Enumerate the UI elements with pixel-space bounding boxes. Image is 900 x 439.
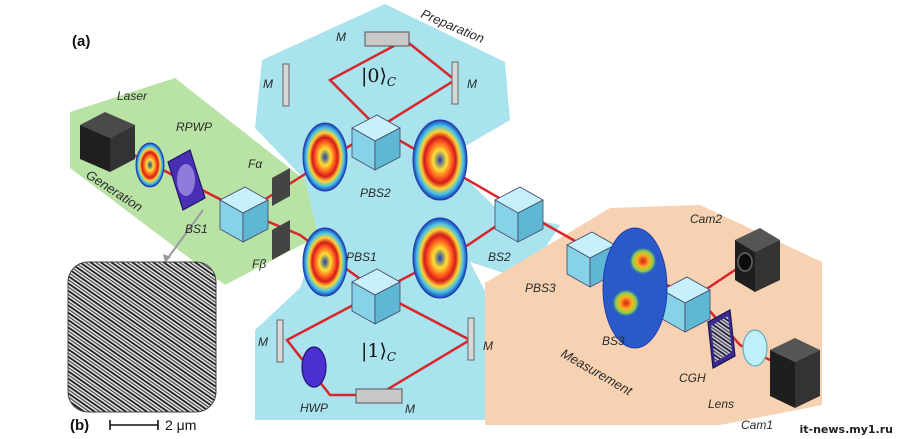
mode-after-laser xyxy=(135,142,165,188)
pbs3-label: PBS3 xyxy=(525,281,556,295)
beam-mode-profiles xyxy=(135,119,668,349)
mirror-label-left-bottom: M xyxy=(258,335,268,349)
mirror-label-right-top: M xyxy=(467,77,477,91)
rpwp-label: RPWP xyxy=(176,120,212,134)
camera-cam1 xyxy=(770,338,820,408)
hwp-label: HWP xyxy=(300,401,328,415)
camera-cam2 xyxy=(735,228,780,292)
mirror-top xyxy=(364,31,410,47)
bs1-label: BS1 xyxy=(185,222,208,236)
lens-label: Lens xyxy=(708,397,734,411)
mirror-left-top xyxy=(282,63,290,107)
scale-bar-label: 2 μm xyxy=(165,417,196,433)
mode-gen-top xyxy=(302,122,348,192)
mode-prep-top xyxy=(412,119,468,201)
mirror-label-right-bottom: M xyxy=(483,339,493,353)
cube-bs3 xyxy=(661,276,711,333)
mirror-right-bottom xyxy=(467,317,475,361)
f-beta-label: Fβ xyxy=(252,257,266,271)
bs2-label: BS2 xyxy=(488,250,511,264)
laser-source xyxy=(80,112,135,172)
mirrors xyxy=(276,31,475,404)
filter-f-beta xyxy=(272,220,290,260)
mirror-right-top xyxy=(451,61,459,105)
cube-pbs1 xyxy=(351,268,401,325)
mirror-left-bottom xyxy=(276,319,284,363)
ket-zero: |0⟩C xyxy=(361,65,396,89)
cube-pbs2 xyxy=(351,114,401,171)
panel-a-label: (a) xyxy=(72,33,90,50)
pbs2-label: PBS2 xyxy=(360,186,391,200)
mirror-label-top: M xyxy=(336,30,346,44)
mirror-label-left-top: M xyxy=(263,77,273,91)
cube-bs2 xyxy=(494,186,544,243)
pbs1-label: PBS1 xyxy=(346,250,377,264)
panel-b-label: (b) xyxy=(70,417,89,434)
f-alpha-label: Fα xyxy=(248,157,263,171)
mode-prep-bottom xyxy=(412,217,468,299)
mode-gen-bottom xyxy=(302,227,348,297)
scale-bar xyxy=(109,420,159,430)
cgh-hologram xyxy=(707,309,736,369)
mode-measurement xyxy=(602,227,668,349)
hwp-plate xyxy=(301,346,327,388)
inset-sem-image xyxy=(67,209,217,413)
filter-f-alpha xyxy=(272,168,290,206)
mirror-bottom xyxy=(355,388,403,404)
mirror-label-bottom: M xyxy=(405,402,415,416)
cgh-label: CGH xyxy=(679,371,706,385)
bs3-label: BS3 xyxy=(602,334,625,348)
lens xyxy=(742,329,768,367)
cube-bs1 xyxy=(219,186,269,243)
cam1-label: Cam1 xyxy=(741,418,773,432)
watermark: it-news.my1.ru xyxy=(800,423,894,436)
rpwp-plate xyxy=(167,149,206,211)
cam2-label: Cam2 xyxy=(690,212,722,226)
ket-one: |1⟩C xyxy=(361,340,396,364)
laser-label: Laser xyxy=(117,89,148,103)
